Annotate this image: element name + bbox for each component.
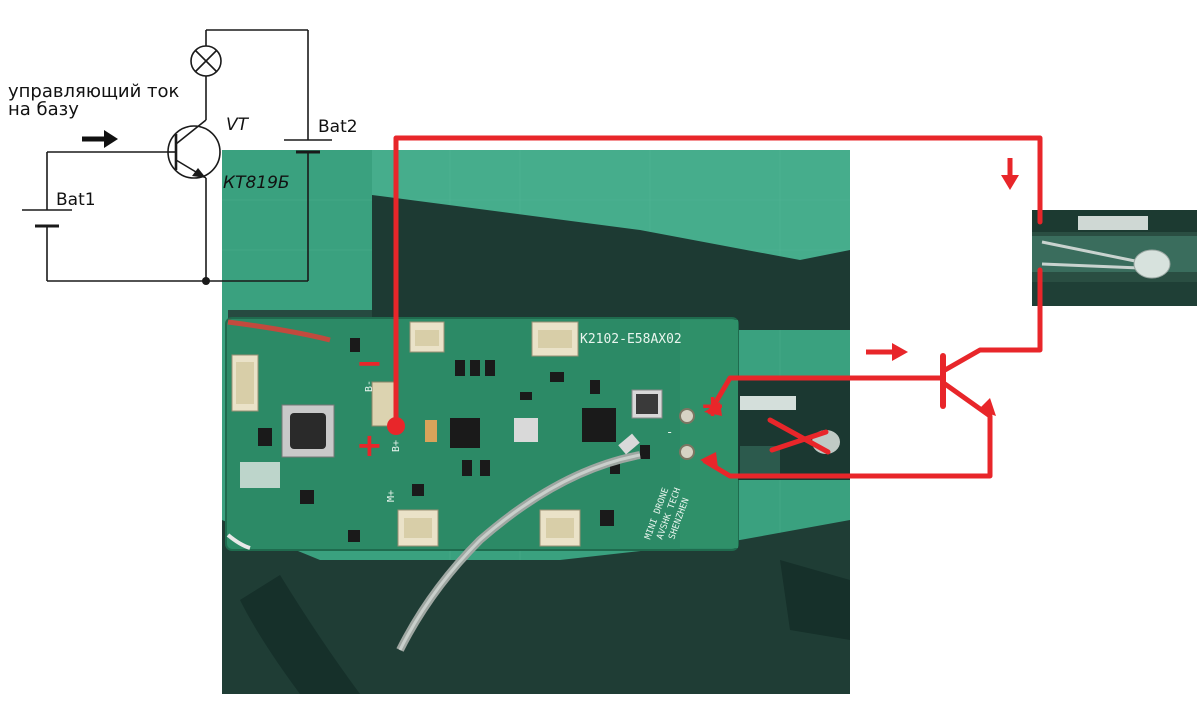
red-wiring bbox=[393, 135, 1043, 479]
plus-label: + bbox=[356, 426, 383, 464]
led-photo bbox=[1032, 210, 1197, 306]
led-plus-label: + bbox=[700, 389, 725, 424]
transistor-part-label: КТ819Б bbox=[223, 173, 290, 193]
wire-led-to-collector bbox=[942, 267, 1043, 373]
silk-bminus: B- bbox=[364, 380, 375, 392]
mcu-chip bbox=[582, 408, 616, 442]
base-current-label-line1: управляющий ток bbox=[8, 81, 180, 102]
connector-bottom-1 bbox=[397, 509, 439, 547]
transistor-symbol bbox=[167, 110, 221, 179]
red-emitter-arrowhead bbox=[978, 398, 996, 416]
junction-dot bbox=[202, 277, 210, 285]
wire-pad-to-base bbox=[707, 375, 943, 415]
imu-chip bbox=[514, 418, 538, 442]
sensor-chip bbox=[450, 418, 480, 448]
connector-bottom-2 bbox=[539, 509, 581, 547]
led bbox=[1133, 249, 1171, 279]
push-button bbox=[281, 404, 335, 458]
red-pad-arrowhead-bottom bbox=[700, 452, 718, 468]
minus-label: − bbox=[356, 344, 383, 382]
wire-battery-to-led bbox=[393, 135, 1043, 428]
connector-top-2 bbox=[531, 321, 579, 357]
transistor-label: VT bbox=[226, 115, 250, 135]
red-pad-arrowhead-top bbox=[704, 402, 722, 416]
board-id-label: K2102-E58AX02 bbox=[580, 332, 682, 347]
connector-left bbox=[231, 354, 259, 412]
battery-plus-dot bbox=[387, 417, 405, 435]
silk-mplus: M+ bbox=[386, 490, 397, 502]
connector-top-1 bbox=[409, 321, 445, 353]
pad-plus bbox=[679, 408, 695, 424]
battery1-label: Bat1 bbox=[56, 190, 96, 210]
silk-bplus: B+ bbox=[391, 440, 402, 452]
lamp-symbol bbox=[190, 45, 222, 77]
base-current-label-line2: на базу bbox=[8, 99, 79, 120]
schematic bbox=[22, 29, 332, 282]
battery2-label: Bat2 bbox=[318, 117, 358, 137]
red-arrow-right bbox=[866, 343, 908, 361]
red-arrow-down bbox=[1001, 158, 1019, 190]
emitter-arrow bbox=[192, 168, 206, 178]
base-current-arrow bbox=[82, 130, 118, 148]
battery1-symbol bbox=[22, 209, 72, 228]
silk-minus-pad: - bbox=[666, 425, 673, 439]
board-photo: K2102-E58AX02 B- B+ M+ - MINI DRONE AVSH… bbox=[222, 150, 850, 694]
pad-minus bbox=[679, 444, 695, 460]
wire-emitter-to-pad bbox=[702, 381, 993, 479]
battery2-symbol bbox=[284, 139, 332, 154]
